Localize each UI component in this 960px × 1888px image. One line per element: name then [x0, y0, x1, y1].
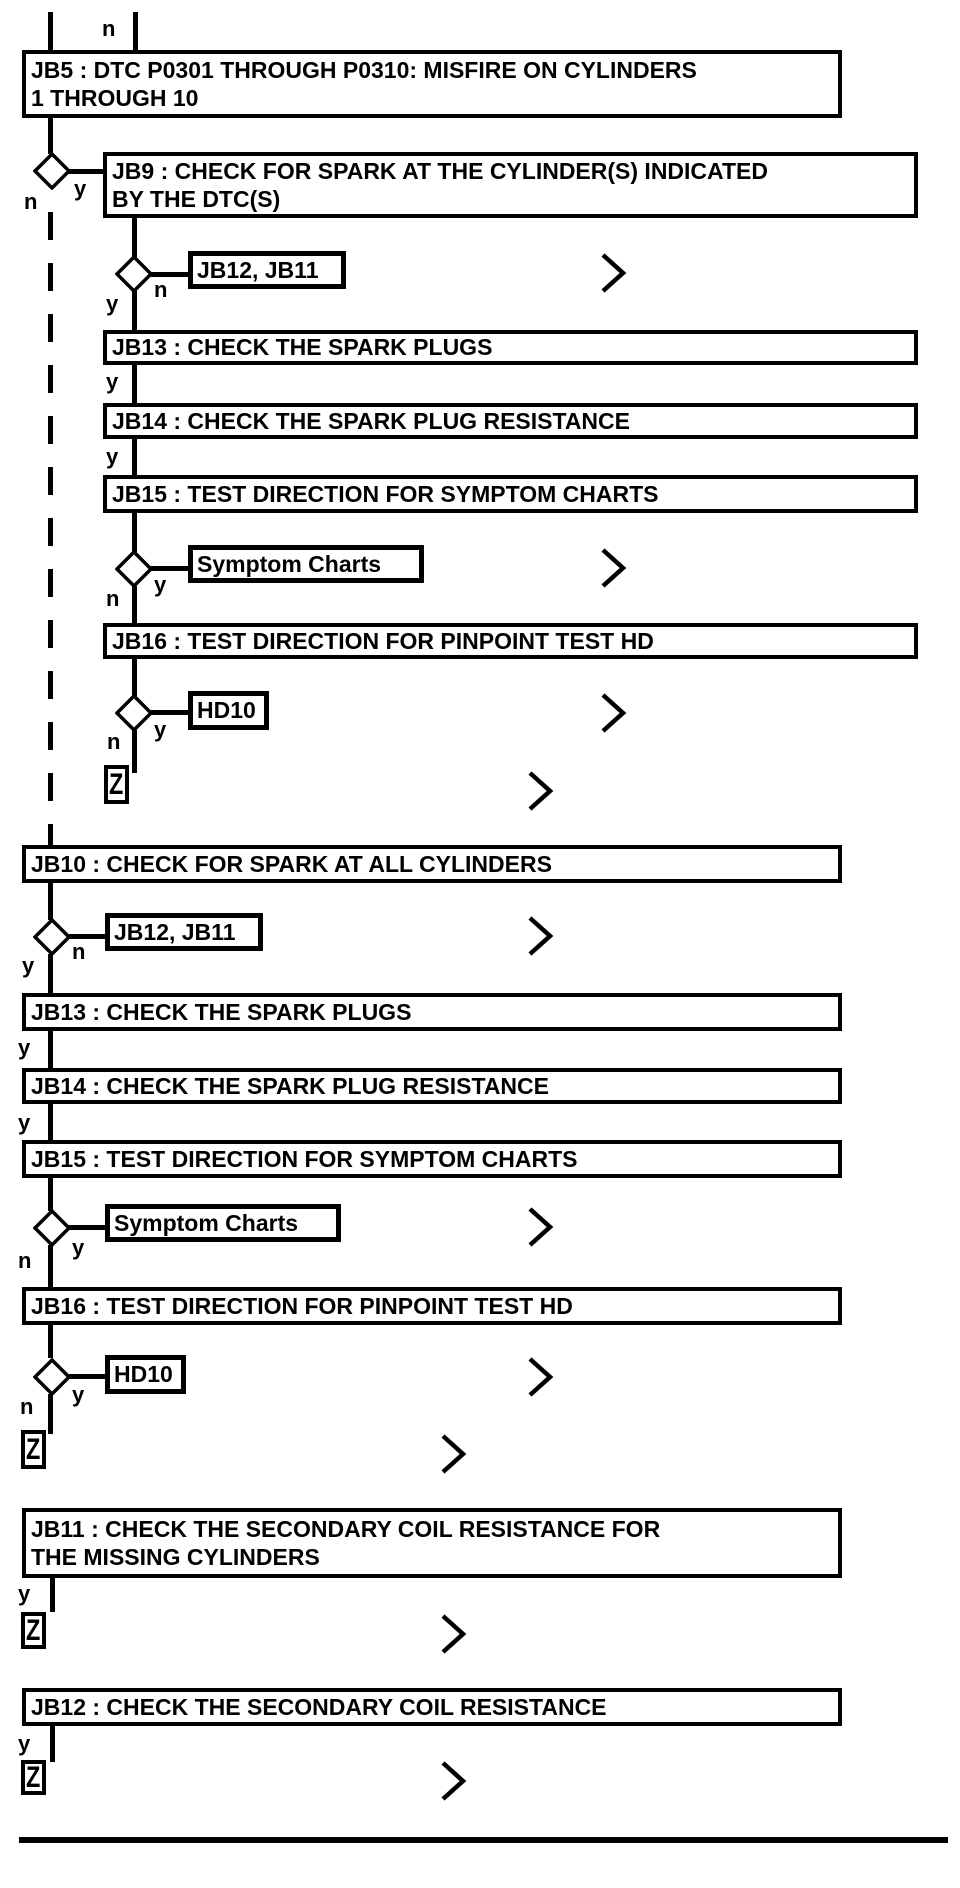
decision-diamond [33, 1358, 71, 1396]
branch-label-y: y [72, 1235, 85, 1260]
connector-line [48, 1102, 53, 1142]
connector-line [48, 826, 53, 846]
node-jb11-line1: JB11 : CHECK THE SECONDARY COIL RESISTAN… [31, 1516, 661, 1542]
branch-label-y: y [18, 1581, 31, 1606]
branch-label-y: y [18, 1110, 31, 1135]
decision-diamond [115, 255, 153, 293]
connector-line [69, 1225, 109, 1230]
node-jb11: JB11 : CHECK THE SECONDARY COIL RESISTAN… [22, 1508, 842, 1578]
connector-line [132, 363, 137, 404]
offpage-z-connector[interactable]: Z [21, 1612, 46, 1649]
offpage-z-connector[interactable]: Z [21, 1430, 46, 1469]
branch-label-y: y [106, 444, 119, 469]
connector-line [132, 437, 137, 477]
ref-jb12-jb11[interactable]: JB12, JB11 [105, 913, 263, 951]
node-jb15: JB15 : TEST DIRECTION FOR SYMPTOM CHARTS [103, 475, 918, 513]
branch-label-n: n [20, 1394, 34, 1419]
branch-label-y: y [154, 572, 167, 597]
ref-hd10[interactable]: HD10 [188, 691, 269, 730]
node-jb14: JB14 : CHECK THE SPARK PLUG RESISTANCE [103, 403, 918, 439]
node-jb16: JB16 : TEST DIRECTION FOR PINPOINT TEST … [22, 1287, 842, 1325]
ref-hd10[interactable]: HD10 [105, 1355, 186, 1394]
node-jb9: JB9 : CHECK FOR SPARK AT THE CYLINDER(S)… [103, 152, 918, 218]
branch-label-y: y [18, 1731, 31, 1756]
connector-line [132, 730, 137, 773]
entry-line-left [48, 12, 53, 50]
continue-chevron[interactable] [525, 1205, 555, 1249]
continue-chevron[interactable] [438, 1612, 468, 1656]
dashed-connector-line [48, 212, 53, 826]
branch-label-n: n [24, 189, 38, 214]
node-jb5: JB5 : DTC P0301 THROUGH P0310: MISFIRE O… [22, 50, 842, 118]
connector-line [69, 934, 109, 939]
branch-label-n: n [154, 277, 168, 302]
branch-label-y: y [106, 291, 119, 316]
connector-line [132, 291, 137, 332]
node-jb10: JB10 : CHECK FOR SPARK AT ALL CYLINDERS [22, 845, 842, 883]
decision-diamond [33, 152, 71, 190]
connector-line [50, 1724, 55, 1762]
node-jb5-line2: 1 THROUGH 10 [31, 85, 199, 111]
connector-line [48, 954, 53, 995]
branch-label-y: y [72, 1382, 85, 1407]
decision-diamond [115, 694, 153, 732]
connector-line [48, 1323, 53, 1358]
connector-line [48, 1176, 53, 1211]
entry-line-right [133, 12, 138, 50]
connector-line [48, 1394, 53, 1434]
decision-diamond [33, 1209, 71, 1247]
continue-chevron[interactable] [525, 769, 555, 813]
ref-jb12-jb11[interactable]: JB12, JB11 [188, 251, 346, 289]
continue-chevron[interactable] [598, 251, 628, 295]
connector-line [50, 1576, 55, 1612]
node-jb14: JB14 : CHECK THE SPARK PLUG RESISTANCE [22, 1068, 842, 1104]
connector-line [132, 657, 137, 696]
node-jb16: JB16 : TEST DIRECTION FOR PINPOINT TEST … [103, 623, 918, 659]
connector-line [151, 710, 191, 715]
connector-line [132, 511, 137, 552]
branch-label-n: n [18, 1248, 32, 1273]
connector-line [48, 1245, 53, 1287]
offpage-z-connector[interactable]: Z [21, 1760, 46, 1795]
connector-line [151, 566, 191, 571]
continue-chevron[interactable] [598, 546, 628, 590]
node-jb13: JB13 : CHECK THE SPARK PLUGS [103, 330, 918, 365]
branch-label-y: y [106, 369, 119, 394]
branch-label-n: n [72, 939, 86, 964]
ref-symptom-charts[interactable]: Symptom Charts [105, 1204, 341, 1242]
node-jb15: JB15 : TEST DIRECTION FOR SYMPTOM CHARTS [22, 1140, 842, 1178]
continue-chevron[interactable] [525, 1355, 555, 1399]
connector-line [132, 586, 137, 625]
node-jb11-line2: THE MISSING CYLINDERS [31, 1544, 320, 1570]
branch-label-y: y [74, 176, 87, 201]
branch-label-n: n [106, 586, 120, 611]
node-jb9-line1: JB9 : CHECK FOR SPARK AT THE CYLINDER(S)… [112, 158, 768, 184]
connector-line [69, 1374, 109, 1379]
continue-chevron[interactable] [438, 1432, 468, 1476]
continue-chevron[interactable] [598, 691, 628, 735]
offpage-z-connector[interactable]: Z [104, 765, 129, 804]
decision-diamond [115, 550, 153, 588]
connector-line [69, 169, 104, 174]
branch-label-y: y [22, 953, 35, 978]
page-divider [19, 1837, 948, 1843]
continue-chevron[interactable] [438, 1759, 468, 1803]
node-jb13: JB13 : CHECK THE SPARK PLUGS [22, 993, 842, 1031]
continue-chevron[interactable] [525, 914, 555, 958]
connector-line [48, 116, 53, 154]
branch-label-y: y [154, 717, 167, 742]
branch-label-y: y [18, 1035, 31, 1060]
decision-diamond [33, 918, 71, 956]
node-jb12: JB12 : CHECK THE SECONDARY COIL RESISTAN… [22, 1688, 842, 1726]
node-jb5-line1: JB5 : DTC P0301 THROUGH P0310: MISFIRE O… [31, 57, 697, 83]
connector-line [48, 881, 53, 920]
connector-line [132, 216, 137, 257]
node-jb9-line2: BY THE DTC(S) [112, 186, 281, 212]
connector-line [151, 272, 191, 277]
ref-symptom-charts[interactable]: Symptom Charts [188, 545, 424, 583]
branch-label-n: n [102, 16, 116, 41]
connector-line [48, 1029, 53, 1070]
branch-label-n: n [107, 729, 121, 754]
